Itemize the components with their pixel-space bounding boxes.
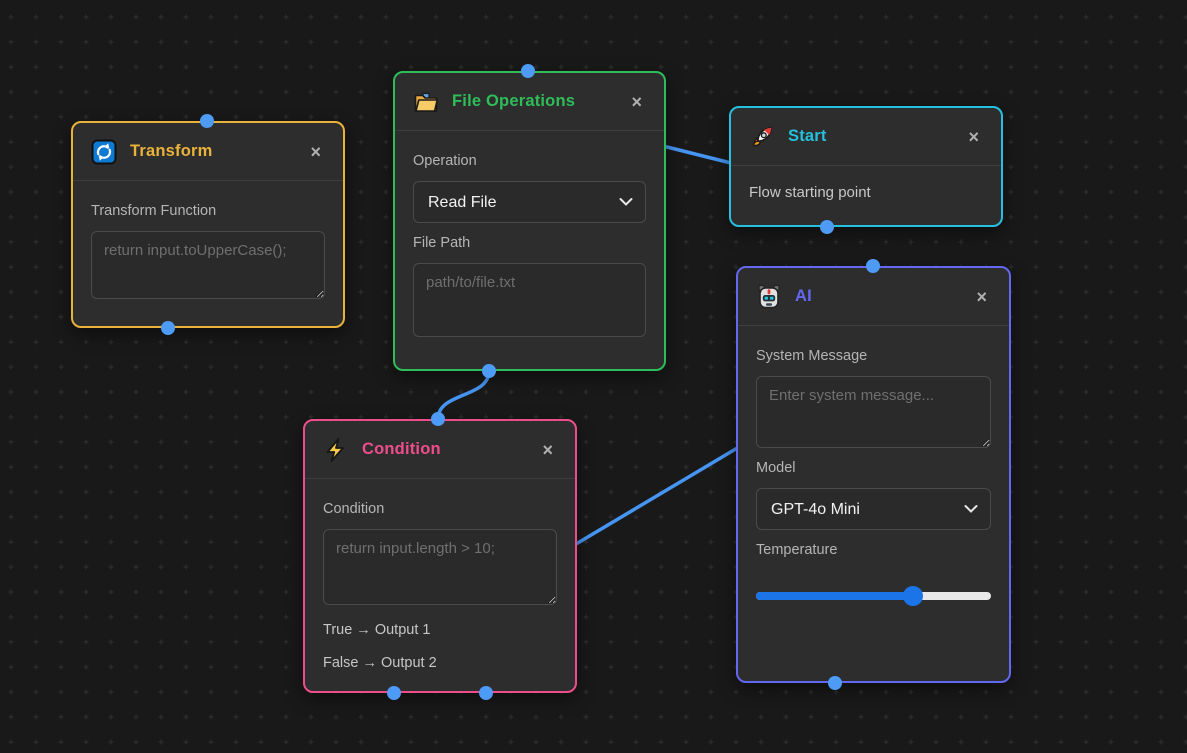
- true-output-label: True → Output 1: [323, 622, 431, 638]
- file-path-label: File Path: [413, 235, 471, 251]
- condition-label: Condition: [323, 501, 385, 517]
- edge-condition-to-ai[interactable]: [574, 445, 741, 546]
- temperature-label: Temperature: [756, 542, 838, 558]
- robot-icon: [756, 284, 782, 310]
- start-description: Flow starting point: [749, 184, 871, 201]
- node-start-title: Start: [788, 127, 827, 145]
- node-ai[interactable]: AI × System Message Model GPT-4o Mini Te…: [736, 266, 1011, 683]
- temperature-slider-thumb[interactable]: [903, 586, 924, 606]
- handle-transform-bottom[interactable]: [161, 321, 175, 335]
- close-icon[interactable]: ×: [631, 91, 642, 112]
- node-transform[interactable]: Transform × Transform Function: [71, 121, 345, 328]
- temperature-slider-fill: [756, 592, 914, 600]
- false-output-label: False → Output 2: [323, 655, 437, 671]
- folder-icon: [413, 89, 439, 115]
- transform-icon: [91, 139, 117, 165]
- lightning-icon: [323, 437, 349, 463]
- close-icon[interactable]: ×: [976, 286, 987, 307]
- handle-ai-top[interactable]: [866, 259, 880, 273]
- edge-fileops-to-condition[interactable]: [436, 369, 491, 421]
- node-start-header[interactable]: Start ×: [731, 108, 1001, 166]
- operation-select[interactable]: Read File: [413, 181, 646, 223]
- node-file-operations[interactable]: File Operations × Operation Read File Fi…: [393, 71, 666, 371]
- handle-fileops-bottom[interactable]: [482, 364, 496, 378]
- node-transform-header[interactable]: Transform ×: [73, 123, 343, 181]
- handle-transform-top[interactable]: [200, 114, 214, 128]
- model-label: Model: [756, 460, 796, 476]
- edge-fileops-to-start[interactable]: [661, 144, 733, 165]
- temperature-slider[interactable]: [756, 586, 991, 606]
- node-start[interactable]: Start × Flow starting point: [729, 106, 1003, 227]
- handle-condition-out-false[interactable]: [479, 686, 493, 700]
- node-transform-title: Transform: [130, 142, 213, 160]
- node-file-operations-header[interactable]: File Operations ×: [395, 73, 664, 131]
- close-icon[interactable]: ×: [968, 126, 979, 147]
- system-message-label: System Message: [756, 348, 868, 364]
- handle-condition-out-true[interactable]: [387, 686, 401, 700]
- node-file-operations-title: File Operations: [452, 92, 576, 110]
- handle-ai-bottom[interactable]: [828, 676, 842, 690]
- node-condition-header[interactable]: Condition ×: [305, 421, 575, 479]
- rocket-icon: [749, 124, 775, 150]
- handle-condition-top[interactable]: [431, 412, 445, 426]
- condition-input[interactable]: [323, 529, 557, 605]
- transform-function-label: Transform Function: [91, 203, 217, 219]
- transform-function-input[interactable]: [91, 231, 325, 299]
- node-ai-header[interactable]: AI ×: [738, 268, 1009, 326]
- operation-label: Operation: [413, 153, 477, 169]
- file-path-input[interactable]: [413, 263, 646, 337]
- close-icon[interactable]: ×: [310, 141, 321, 162]
- handle-start-bottom[interactable]: [820, 220, 834, 234]
- model-select[interactable]: GPT-4o Mini: [756, 488, 991, 530]
- node-condition-title: Condition: [362, 440, 441, 458]
- node-ai-title: AI: [795, 287, 812, 305]
- node-condition[interactable]: Condition × Condition True → Output 1 Fa…: [303, 419, 577, 693]
- handle-fileops-top[interactable]: [521, 64, 535, 78]
- close-icon[interactable]: ×: [542, 439, 553, 460]
- system-message-input[interactable]: [756, 376, 991, 448]
